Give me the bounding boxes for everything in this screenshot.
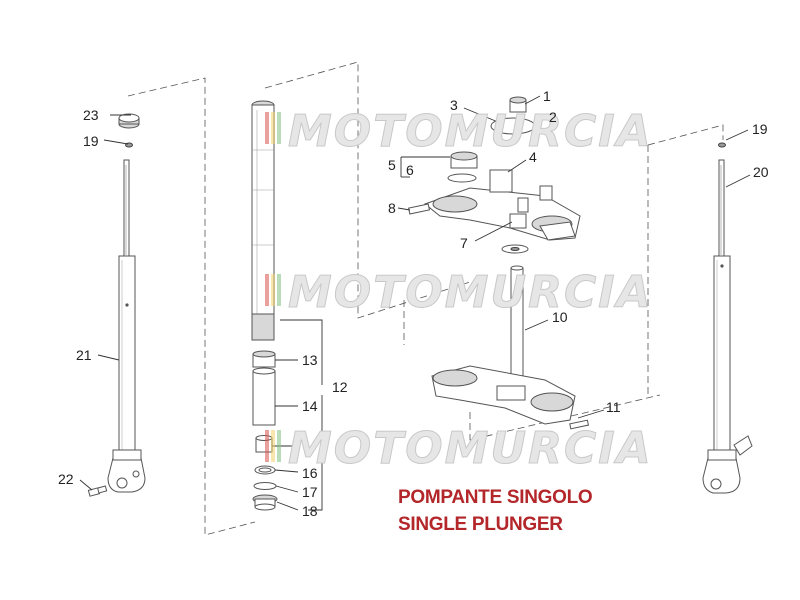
part-labels: 23 19 21 22 13 12 14 16 17 18 1 3 2 4 5 … — [58, 88, 769, 519]
right-fork-leg — [702, 142, 753, 494]
watermark: MOTOMURCIA MOTOMURCIA MOTOMURCIA — [265, 106, 653, 475]
label-21: 21 — [76, 347, 92, 363]
caption-italian: POMPANTE SINGOLO — [398, 487, 593, 508]
label-11: 11 — [606, 399, 621, 415]
watermark-text-2: MOTOMURCIA — [288, 267, 653, 318]
label-6: 6 — [406, 162, 414, 178]
label-12: 12 — [332, 379, 348, 395]
left-fork-leg — [107, 159, 146, 493]
label-16: 16 — [302, 465, 318, 481]
left-top-cap — [118, 113, 140, 148]
label-17: 17 — [302, 484, 318, 500]
left-bolt — [87, 485, 108, 497]
watermark-stripes-3 — [265, 430, 281, 462]
label-20: 20 — [753, 164, 769, 180]
lower-triple-clamp — [431, 265, 576, 425]
label-7: 7 — [460, 235, 468, 251]
label-14: 14 — [302, 398, 318, 414]
watermark-stripes-1 — [265, 112, 281, 144]
label-19-right: 19 — [752, 121, 768, 137]
assembly-guide-lines — [127, 61, 724, 536]
center-fork-tube — [251, 100, 275, 341]
watermark-text-3: MOTOMURCIA — [288, 423, 653, 474]
pinch-bolt-8 — [408, 203, 430, 215]
label-18: 18 — [302, 503, 318, 519]
stem-nut — [447, 151, 478, 183]
watermark-stripes-2 — [265, 274, 281, 306]
bushing-13 — [252, 350, 276, 368]
label-4: 4 — [529, 149, 537, 165]
leader-lines — [79, 95, 751, 511]
label-2: 2 — [549, 109, 557, 125]
label-13: 13 — [302, 352, 318, 368]
label-5: 5 — [388, 157, 396, 173]
spacer-14 — [252, 367, 276, 426]
label-23: 23 — [83, 107, 99, 123]
pinch-bolt-11 — [569, 419, 590, 430]
watermark-text-1: MOTOMURCIA — [288, 106, 653, 157]
caption-english: SINGLE PLUNGER — [398, 514, 563, 535]
washer — [501, 244, 529, 254]
top-cap-bolt — [490, 96, 536, 135]
label-22: 22 — [58, 471, 74, 487]
label-3: 3 — [450, 97, 458, 113]
label-10: 10 — [552, 309, 568, 325]
label-8: 8 — [388, 200, 396, 216]
upper-triple-clamp — [423, 169, 581, 241]
label-1: 1 — [543, 88, 551, 104]
label-19-left: 19 — [83, 133, 99, 149]
